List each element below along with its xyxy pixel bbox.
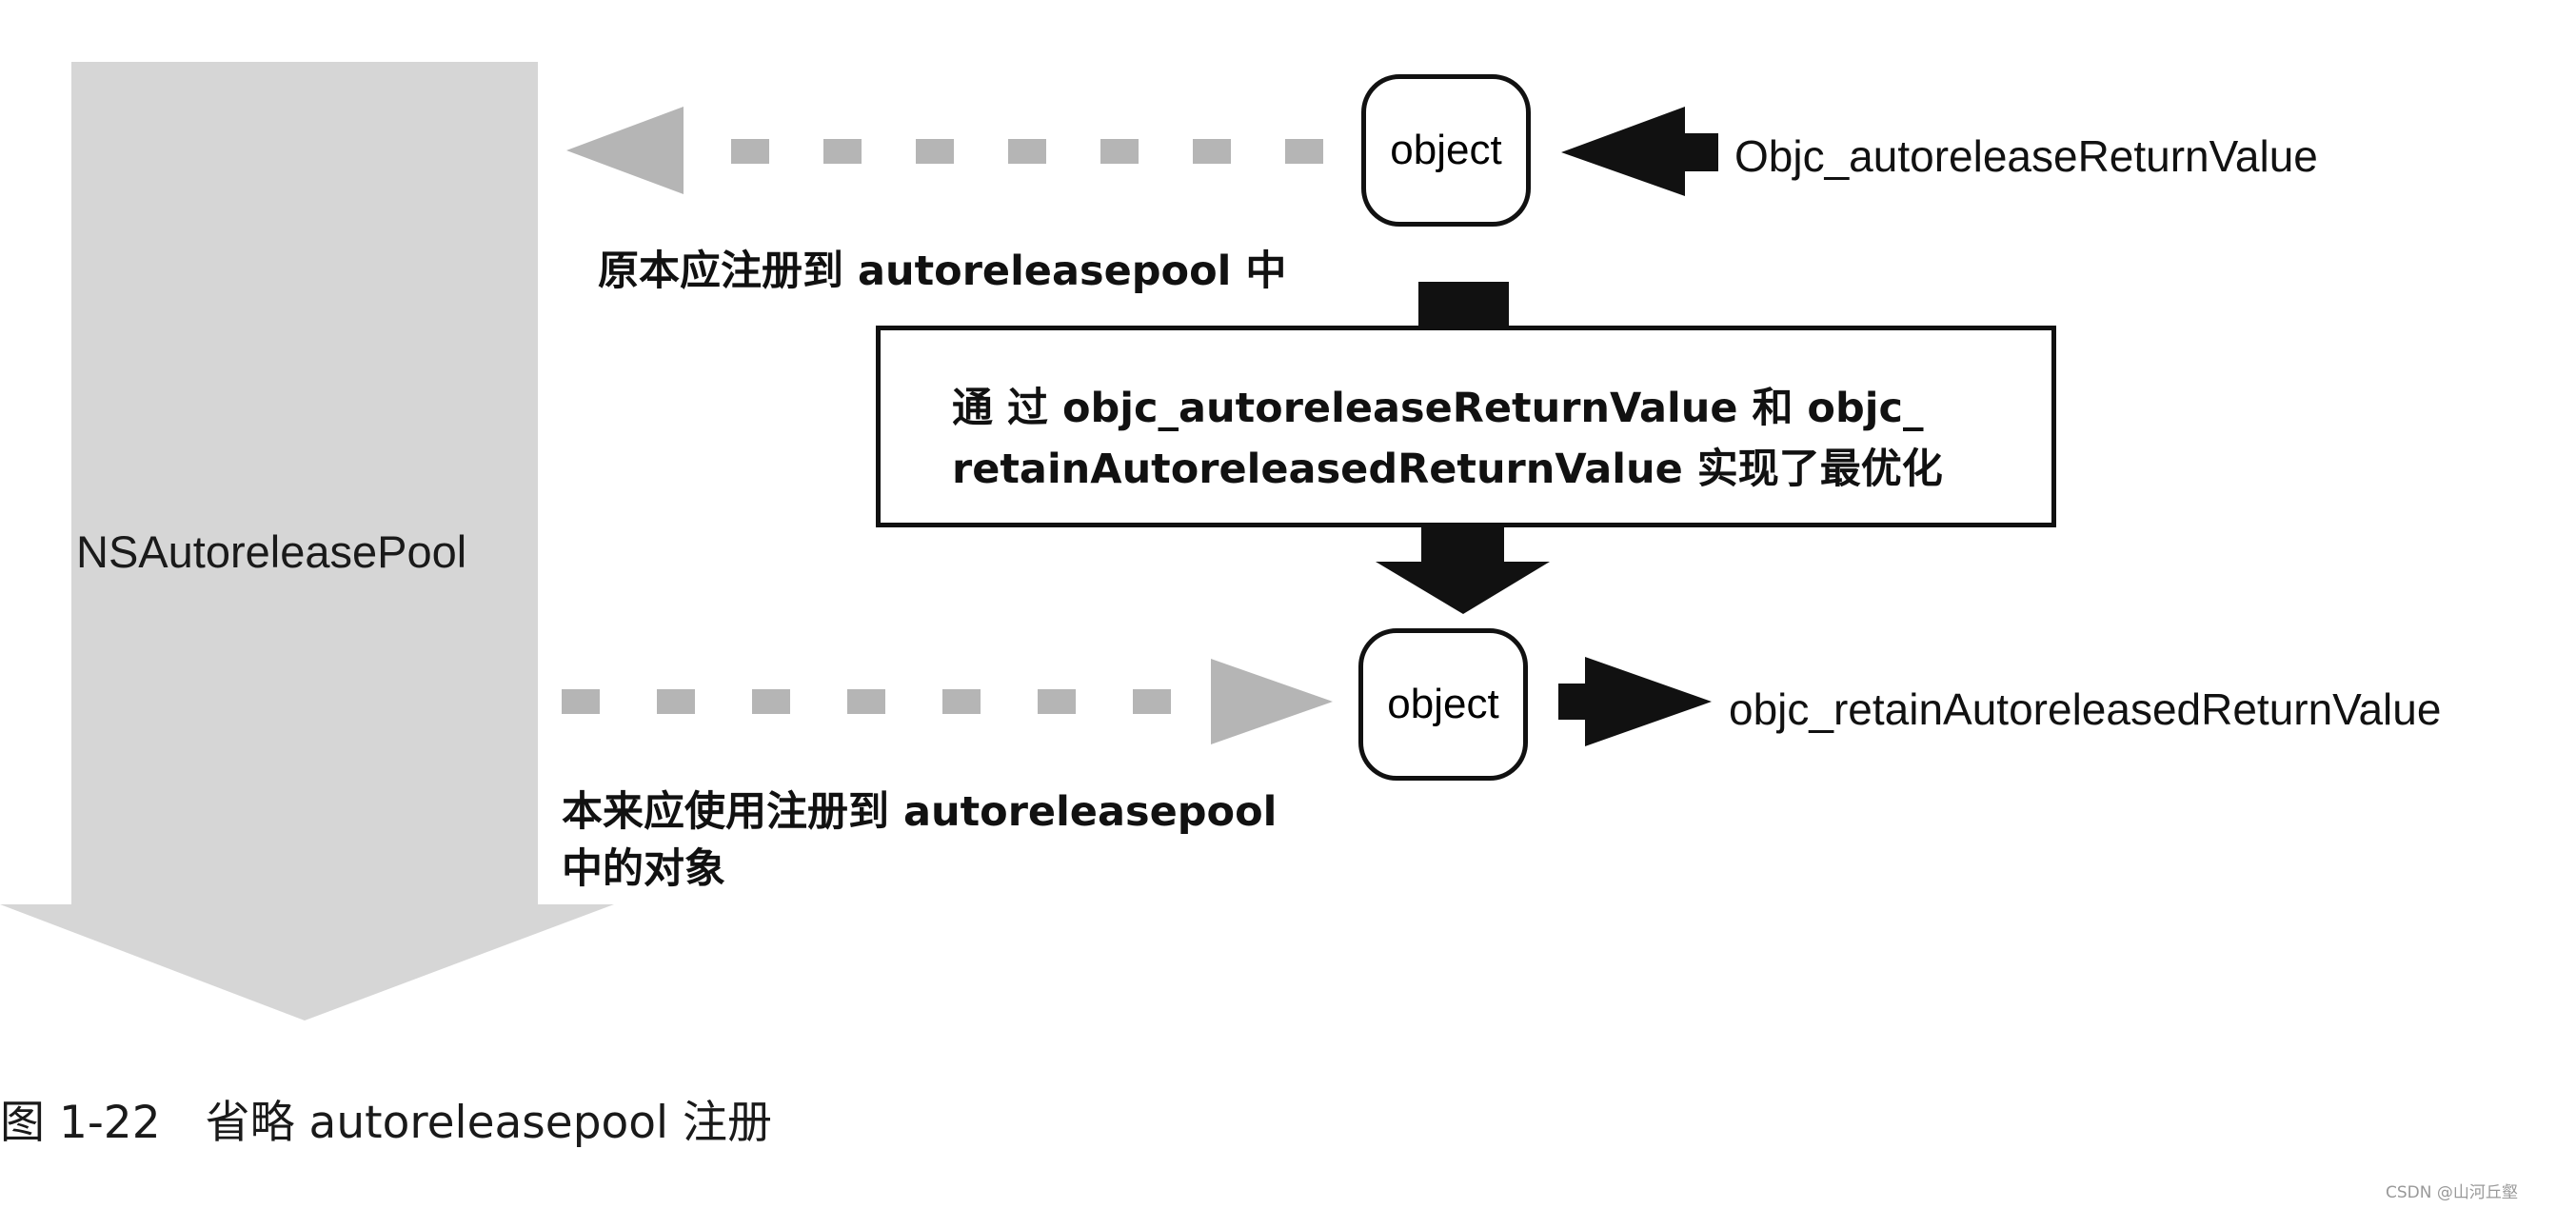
top-dash-6: [1193, 139, 1231, 164]
bottom-note-line-2: 中的对象: [562, 845, 725, 893]
top-function-label: Objc_autoreleaseReturnValue: [1734, 131, 2318, 181]
bottom-dash-4: [847, 689, 885, 714]
top-dash-7: [1285, 139, 1323, 164]
autoreleasepool-label: NSAutoreleasePool: [76, 526, 467, 577]
top-note: 原本应注册到 autoreleasepool 中: [598, 248, 1287, 295]
bottom-dashed-arrowhead: [1211, 659, 1333, 744]
watermark: CSDN @山河丘壑: [2386, 1183, 2518, 1202]
bottom-object-box: object: [1358, 628, 1528, 781]
top-dash-5: [1100, 139, 1139, 164]
bottom-dash-6: [1038, 689, 1076, 714]
top-black-arrow: [1561, 107, 1718, 196]
bottom-note-line-1: 本来应使用注册到 autoreleasepool: [562, 788, 1278, 836]
bottom-black-arrow: [1558, 657, 1712, 746]
bottom-dash-2: [657, 689, 695, 714]
top-dashed-arrowhead: [566, 107, 684, 194]
top-dashed-arrow: [566, 107, 1323, 194]
top-connector-stem: [1418, 282, 1509, 327]
bottom-object-label: object: [1387, 681, 1499, 727]
optimization-box: [876, 326, 2056, 527]
figure-caption: 图 1-22 省略 autoreleasepool 注册: [0, 1097, 773, 1149]
bottom-dash-5: [942, 689, 981, 714]
top-object-box: object: [1361, 74, 1531, 227]
top-dash-1: [731, 139, 769, 164]
bottom-function-label: objc_retainAutoreleasedReturnValue: [1729, 684, 2442, 734]
bottom-dash-7: [1133, 689, 1171, 714]
optimization-text-line-2: retainAutoreleasedReturnValue 实现了最优化: [952, 446, 1943, 493]
bottom-dash-1: [562, 689, 600, 714]
top-dash-2: [823, 139, 862, 164]
optimization-text-line-1: 通 过 objc_autoreleaseReturnValue 和 objc_: [952, 385, 1924, 432]
top-object-label: object: [1390, 127, 1502, 173]
top-dash-4: [1008, 139, 1046, 164]
top-dash-3: [916, 139, 954, 164]
bottom-dashed-arrow: [562, 659, 1333, 744]
middle-down-arrow: [1376, 526, 1550, 614]
autoreleasepool-arrow-shape: [0, 62, 614, 1021]
bottom-dash-3: [752, 689, 790, 714]
